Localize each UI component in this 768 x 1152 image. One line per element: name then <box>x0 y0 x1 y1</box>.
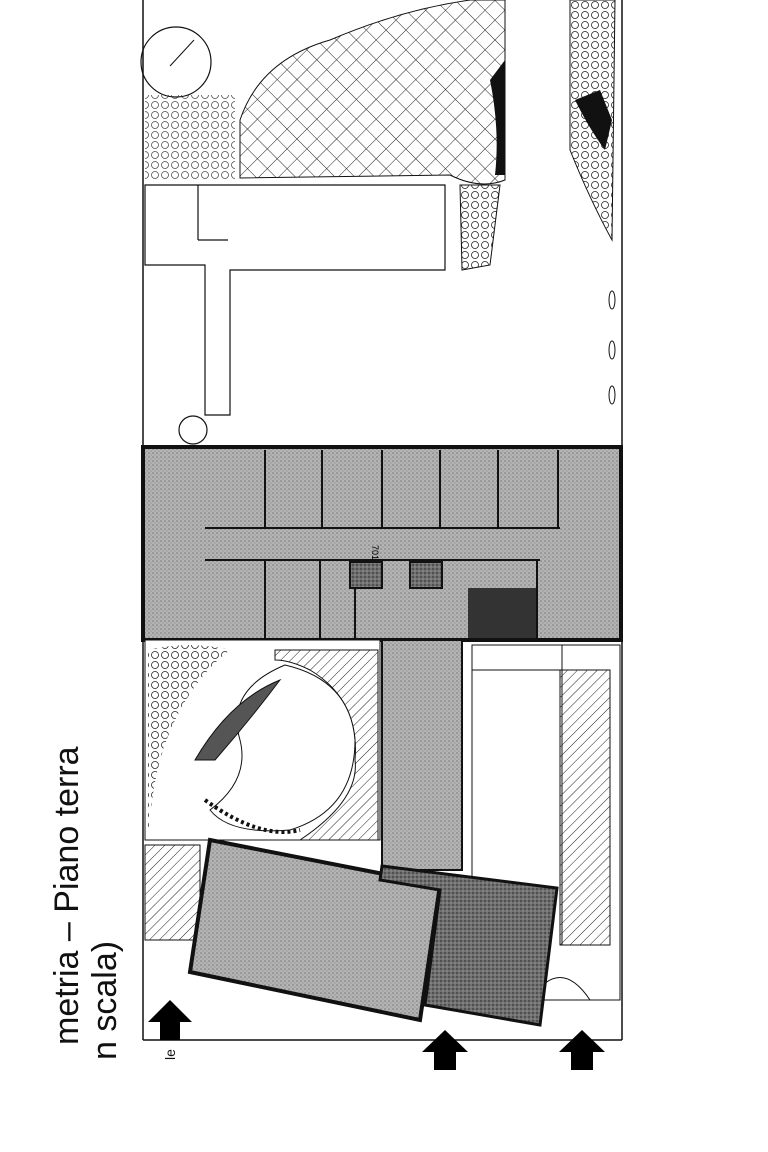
entrance-label: le <box>162 1049 178 1060</box>
corridor <box>381 639 463 871</box>
lower-building <box>187 837 443 1023</box>
entrance-arrow-icon <box>422 1030 468 1070</box>
courtyard-garden <box>144 639 381 841</box>
entrance-arrows <box>148 1000 605 1070</box>
entrance-arrow-icon <box>559 1030 605 1070</box>
path-bollards <box>608 290 616 405</box>
top-garden <box>140 0 616 271</box>
dark-building <box>378 864 559 1027</box>
room-label: 701 <box>370 545 380 560</box>
main-building: 701 <box>141 445 623 642</box>
entrance-arrow-icon <box>148 1000 192 1040</box>
lower-left-paving <box>144 844 201 941</box>
caption-title: metria – Piano terra <box>48 746 86 1045</box>
outbuilding <box>144 184 446 445</box>
caption-scale: n scala) <box>86 940 124 1060</box>
